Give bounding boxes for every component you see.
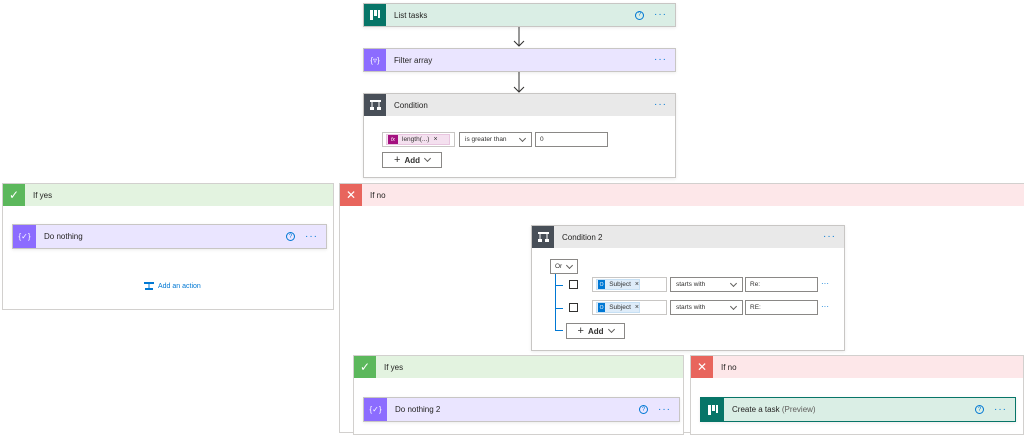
outlook-icon: O <box>598 303 606 312</box>
outlook-icon: O <box>598 280 606 289</box>
chevron-down-icon <box>729 302 738 310</box>
list-tasks-title: List tasks <box>394 10 428 20</box>
condition-left-operand[interactable]: fx length(...) × <box>382 132 455 147</box>
plus-icon: + <box>394 154 401 166</box>
chevron-down-icon <box>729 279 738 287</box>
group-tree-line <box>555 285 563 286</box>
group-tree-line <box>555 274 556 330</box>
chevron-down-icon <box>518 134 527 142</box>
condition-icon <box>532 226 554 248</box>
connector-arrow <box>513 25 525 49</box>
if-no-label: If no <box>370 190 386 200</box>
chevron-down-icon <box>607 325 615 334</box>
connector-arrow <box>513 71 525 95</box>
filter-array-card[interactable]: {▿} Filter array ··· <box>363 48 676 72</box>
plus-icon: + <box>577 325 584 337</box>
list-tasks-card[interactable]: List tasks ? ··· <box>363 3 676 27</box>
add-action-icon <box>144 282 154 290</box>
dynamic-token: Subject <box>609 304 631 311</box>
row-checkbox[interactable] <box>569 280 578 289</box>
filter-array-title: Filter array <box>394 55 433 65</box>
add-condition-button[interactable]: + Add <box>566 323 625 339</box>
more-options-button[interactable]: ··· <box>658 403 671 415</box>
close-icon: ✕ <box>340 184 362 206</box>
expression-icon: fx <box>388 135 398 144</box>
do-nothing-2-card[interactable]: {✓} Do nothing 2 ? ··· <box>363 397 680 422</box>
do-nothing-2-title: Do nothing 2 <box>395 405 441 414</box>
if-yes-branch: ✓ If yes {✓} Do nothing ? ··· Add an act… <box>2 183 334 310</box>
remove-token-icon[interactable]: × <box>634 304 639 311</box>
condition-right-operand[interactable]: Re: <box>745 277 818 292</box>
chevron-down-icon <box>566 261 574 269</box>
nested-if-no-label: If no <box>721 362 737 372</box>
more-options-button[interactable]: ··· <box>654 54 667 65</box>
nested-if-yes-label: If yes <box>384 362 404 372</box>
condition-left-operand[interactable]: O Subject × <box>592 277 667 292</box>
condition-operator-select[interactable]: starts with <box>670 300 743 315</box>
row-checkbox[interactable] <box>569 303 578 312</box>
condition-right-operand[interactable]: 0 <box>535 132 608 147</box>
more-options-button[interactable]: ··· <box>654 99 667 110</box>
condition-2-title: Condition 2 <box>562 232 603 242</box>
dynamic-token: Subject <box>609 281 631 288</box>
nested-if-yes-branch: ✓ If yes {✓} Do nothing 2 ? ··· <box>353 355 684 435</box>
condition-operator-select[interactable]: is greater than <box>459 132 532 147</box>
more-options-button[interactable]: ··· <box>823 231 836 242</box>
help-icon[interactable]: ? <box>975 405 984 414</box>
if-yes-label: If yes <box>33 190 53 200</box>
data-operation-icon: {✓} <box>364 398 387 421</box>
more-options-button[interactable]: ··· <box>994 403 1007 415</box>
data-operation-icon: {▿} <box>364 49 386 71</box>
close-icon: ✕ <box>691 356 713 378</box>
data-operation-icon: {✓} <box>13 225 36 248</box>
preview-tag: (Preview) <box>781 405 816 414</box>
group-operator-select[interactable]: Or <box>550 259 578 274</box>
help-icon[interactable]: ? <box>639 405 648 414</box>
add-condition-button[interactable]: + Add <box>382 152 442 168</box>
help-icon[interactable]: ? <box>635 10 644 20</box>
condition-title: Condition <box>394 100 428 110</box>
expression-token: length(...) <box>402 136 430 143</box>
more-options-button[interactable]: ··· <box>654 9 667 20</box>
group-tree-line <box>555 308 563 309</box>
do-nothing-card[interactable]: {✓} Do nothing ? ··· <box>12 224 327 249</box>
condition-operator-select[interactable]: starts with <box>670 277 743 292</box>
condition-right-operand[interactable]: RE: <box>745 300 818 315</box>
condition-left-operand[interactable]: O Subject × <box>592 300 667 315</box>
checkmark-icon: ✓ <box>3 184 25 206</box>
remove-token-icon[interactable]: × <box>433 136 438 143</box>
create-a-task-title: Create a task <box>732 405 780 414</box>
planner-icon <box>701 398 724 421</box>
condition-2-card[interactable]: Condition 2 ··· Or O Subject × starts wi… <box>531 225 845 351</box>
checkmark-icon: ✓ <box>354 356 376 378</box>
group-tree-line <box>555 330 563 331</box>
planner-icon <box>364 4 386 26</box>
condition-card[interactable]: Condition ··· fx length(...) × is greate… <box>363 93 676 178</box>
row-more-button[interactable]: ··· <box>821 302 829 311</box>
do-nothing-title: Do nothing <box>44 232 83 241</box>
create-a-task-card[interactable]: Create a task (Preview) ? ··· <box>700 397 1016 422</box>
help-icon[interactable]: ? <box>286 232 295 241</box>
chevron-down-icon <box>423 154 432 163</box>
add-an-action-link[interactable]: Add an action <box>143 281 201 291</box>
condition-icon <box>364 94 386 116</box>
remove-token-icon[interactable]: × <box>634 281 639 288</box>
more-options-button[interactable]: ··· <box>305 230 318 242</box>
nested-if-no-branch: ✕ If no Create a task (Preview) ? ··· <box>690 355 1024 435</box>
row-more-button[interactable]: ··· <box>821 279 829 288</box>
